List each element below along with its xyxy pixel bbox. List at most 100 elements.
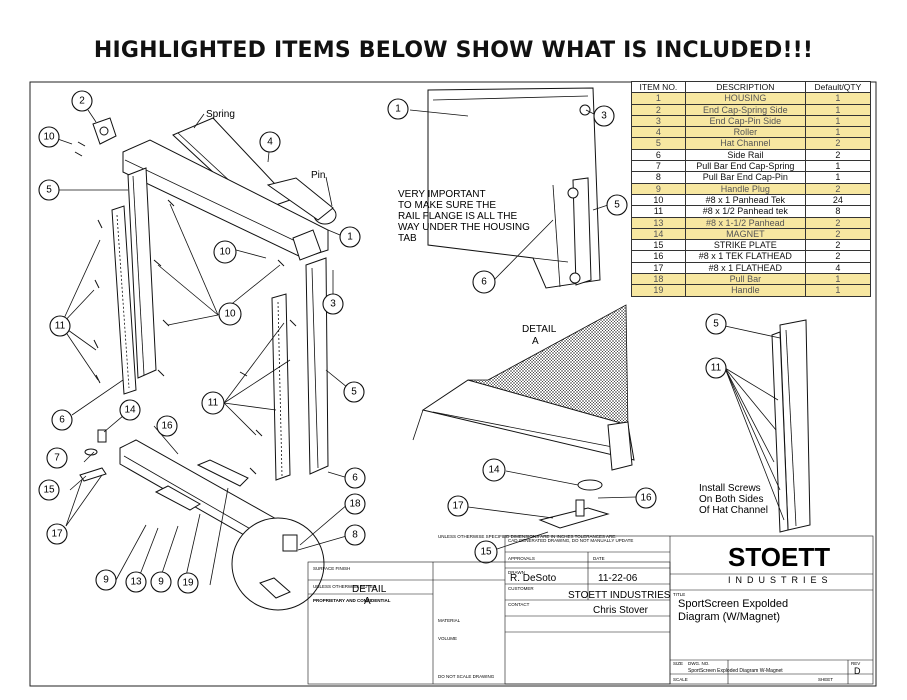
balloon-13: 13 xyxy=(125,571,147,593)
svg-text:10: 10 xyxy=(219,247,231,258)
balloon-3-detail: 3 xyxy=(593,105,615,127)
bom-cell-qty: 1 xyxy=(804,92,872,105)
bom-cell-description: #8 x 1 TEK FLATHEAD xyxy=(684,250,806,263)
bom-cell-description: Pull Bar End Cap-Pin xyxy=(684,171,806,184)
leader-lines-right xyxy=(724,325,785,521)
svg-text:17: 17 xyxy=(51,529,63,540)
bom-cell-qty: 1 xyxy=(804,273,872,286)
bom-cell-qty: 2 xyxy=(804,227,872,241)
svg-text:13: 13 xyxy=(130,577,142,588)
balloon-9: 9 xyxy=(95,569,117,591)
bom-cell-qty: 1 xyxy=(804,160,872,173)
detail-a-circle xyxy=(231,517,325,611)
bom-cell-description: MAGNET xyxy=(684,227,806,241)
bom-cell-qty: 1 xyxy=(804,171,872,184)
tb-date: 11-22-06 xyxy=(598,573,638,584)
svg-text:8: 8 xyxy=(352,530,358,541)
handle-part xyxy=(154,459,249,511)
bom-cell-description: Side Rail xyxy=(684,148,806,162)
leader-lines-center xyxy=(467,470,637,551)
svg-text:10: 10 xyxy=(43,132,55,143)
tb-title-label: TITLE xyxy=(673,592,685,597)
bom-cell-description: Pull Bar End Cap-Spring xyxy=(684,160,806,173)
bom-cell-item: 16 xyxy=(631,250,686,263)
bom-cell-qty: 2 xyxy=(804,137,872,150)
bom-cell-qty: 2 xyxy=(804,250,872,263)
tb-contact-label: CONTACT xyxy=(508,602,530,607)
title-block xyxy=(307,535,874,685)
tb-unless-specified: UNLESS OTHERWISE SPECIFIED DIMENSIONS AR… xyxy=(438,534,617,539)
balloon-3: 3 xyxy=(322,293,344,315)
hat-channel-right xyxy=(305,257,329,475)
tb-size-label: SIZE xyxy=(673,661,683,666)
magnet-strike-view xyxy=(538,479,610,529)
balloon-16-center: 16 xyxy=(635,487,657,509)
bom-cell-qty: 2 xyxy=(804,216,872,229)
svg-text:6: 6 xyxy=(352,473,358,484)
tb-surface-finish: SURFACE FINISH xyxy=(313,566,350,571)
bom-cell-item: 9 xyxy=(631,182,686,195)
tb-scale-label: SCALE xyxy=(673,677,688,682)
bom-cell-qty: 1 xyxy=(804,114,872,128)
tb-cad-note: CAD GENERATED DRAWING, DO NOT MANUALLY U… xyxy=(508,538,633,543)
tb-approvals: APPROVALS xyxy=(508,556,535,561)
detail-a-top-label-1: DETAIL xyxy=(522,324,557,335)
balloon-16-left: 16 xyxy=(156,415,178,437)
drawing-border xyxy=(29,81,877,687)
important-note-4: WAY UNDER THE HOUSING xyxy=(398,222,530,233)
bom-cell-item: 8 xyxy=(631,171,686,184)
tb-dwg-no: SportScreen Exploded Diagram W-Magnet xyxy=(688,668,783,674)
bom-cell-qty: 2 xyxy=(804,148,872,162)
tb-title-2: Diagram (W/Magnet) xyxy=(678,611,780,623)
bom-cell-item: 4 xyxy=(631,126,686,139)
balloon-19: 19 xyxy=(177,572,199,594)
svg-text:14: 14 xyxy=(124,405,136,416)
bom-cell-item: 3 xyxy=(631,114,686,128)
balloon-18: 18 xyxy=(344,493,366,515)
bom-cell-item: 14 xyxy=(631,227,686,241)
tb-company: STOETT xyxy=(728,542,830,572)
magnet-small xyxy=(79,429,107,482)
svg-text:11: 11 xyxy=(711,363,722,374)
svg-text:17: 17 xyxy=(452,501,464,512)
bom-cell-description: Hat Channel xyxy=(684,137,806,150)
bom-cell-description: HOUSING xyxy=(684,92,806,105)
balloon-14-center: 14 xyxy=(482,458,506,482)
bom-cell-description: Handle Plug xyxy=(684,182,806,195)
bom-cell-item: 11 xyxy=(631,205,686,218)
svg-text:3: 3 xyxy=(330,299,336,310)
important-note-3: RAIL FLANGE IS ALL THE xyxy=(398,211,517,222)
bom-cell-description: #8 x 1/2 Panhead tek xyxy=(684,205,806,218)
detail-a-view xyxy=(412,304,635,471)
svg-text:18: 18 xyxy=(349,499,361,510)
tb-drawn-by: R. DeSoto xyxy=(510,573,557,584)
balloon-2: 2 xyxy=(71,90,93,112)
balloon-11-right-view: 11 xyxy=(705,357,727,379)
install-note-2: On Both Sides xyxy=(699,494,763,505)
balloon-4: 4 xyxy=(259,131,281,153)
bom-cell-item: 15 xyxy=(631,239,686,252)
svg-text:16: 16 xyxy=(161,421,173,432)
bom-cell-qty: 4 xyxy=(804,261,872,275)
bom-cell-item: 17 xyxy=(631,261,686,275)
important-note-5: TAB xyxy=(398,233,417,244)
svg-text:5: 5 xyxy=(46,185,52,196)
housing-part xyxy=(122,139,337,259)
bom-cell-description: Pull Bar xyxy=(684,273,806,286)
svg-text:6: 6 xyxy=(481,277,487,288)
tb-rev: D xyxy=(854,666,861,676)
svg-text:2: 2 xyxy=(79,96,85,107)
install-note-1: Install Screws xyxy=(699,483,761,494)
banner-title: HIGHLIGHTED ITEMS BELOW SHOW WHAT IS INC… xyxy=(93,38,814,63)
detail-a-bottom-label-1: DETAIL xyxy=(352,584,387,595)
housing-detail xyxy=(427,87,601,289)
tb-dwg-label: DWG. NO. xyxy=(688,661,710,666)
balloon-5-right-view: 5 xyxy=(705,313,727,335)
